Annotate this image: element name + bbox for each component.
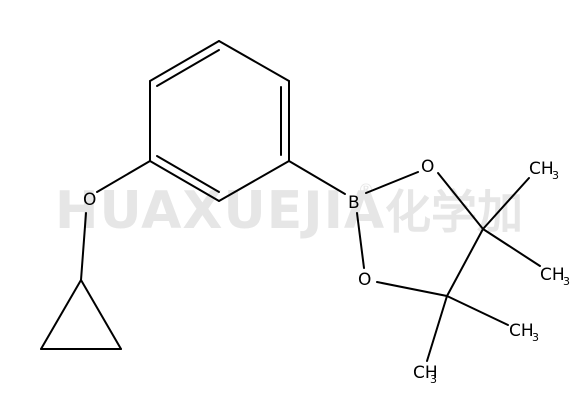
bond-cyclopropyl-left xyxy=(40,279,82,350)
bond-methyl-1 xyxy=(482,177,530,230)
methyl-3-main: CH xyxy=(509,321,534,341)
bond-boron-to-oxygen-bottom xyxy=(356,212,365,269)
bond-ring-3 xyxy=(218,160,290,202)
bond-cyclopropyl-right xyxy=(80,279,122,350)
bond-ring-to-oxygen xyxy=(96,160,151,193)
methyl-1-main: CH xyxy=(529,159,554,179)
bond-boron-to-oxygen-top xyxy=(365,171,419,194)
bond-ring-6 xyxy=(149,40,220,82)
bond-ring-to-boron xyxy=(288,160,346,195)
bond-methyl-3 xyxy=(446,295,509,326)
bond-ring-6-inner xyxy=(156,49,220,87)
methyl-label-1: CH 3 xyxy=(529,159,559,182)
benzene-ring xyxy=(149,40,290,202)
bond-oxygen-bottom-to-carbon xyxy=(376,281,448,297)
watermark: HUAXUEJIA ® 化学加 xyxy=(55,180,523,241)
bond-methyl-2 xyxy=(482,228,541,267)
methyl-2-subscript: 3 xyxy=(563,275,570,288)
atom-oxygen-ether: O xyxy=(83,190,96,210)
methyl-3-subscript: 3 xyxy=(532,331,539,344)
atom-boron: B xyxy=(348,193,360,213)
bond-methyl-4 xyxy=(426,295,448,362)
methyl-label-3: CH 3 xyxy=(509,321,539,344)
cyclopropoxy-group: O xyxy=(40,160,151,350)
bond-ring-4-inner xyxy=(156,155,220,193)
bond-oxygen-to-cyclopropyl xyxy=(80,212,87,281)
methyl-label-4: CH 3 xyxy=(413,363,438,386)
methyl-2-main: CH xyxy=(540,265,565,285)
pinacol-boronate-group: B O O CH 3 CH 3 CH 3 CH 3 xyxy=(288,157,570,386)
bond-ring-4 xyxy=(149,160,220,202)
atom-oxygen-ring-top: O xyxy=(421,157,434,177)
bond-quaternary-carbons xyxy=(446,228,484,297)
atom-oxygen-ring-bottom: O xyxy=(358,270,371,290)
methyl-4-main: CH xyxy=(413,363,438,383)
methyl-4-subscript: 3 xyxy=(430,373,437,386)
watermark-registered-mark: ® xyxy=(358,180,374,199)
methyl-1-subscript: 3 xyxy=(552,169,559,182)
watermark-latin: HUAXUEJIA xyxy=(55,181,385,241)
bond-ring-1 xyxy=(218,40,290,82)
bond-oxygen-top-to-carbon xyxy=(437,172,484,230)
methyl-label-2: CH 3 xyxy=(540,265,570,288)
